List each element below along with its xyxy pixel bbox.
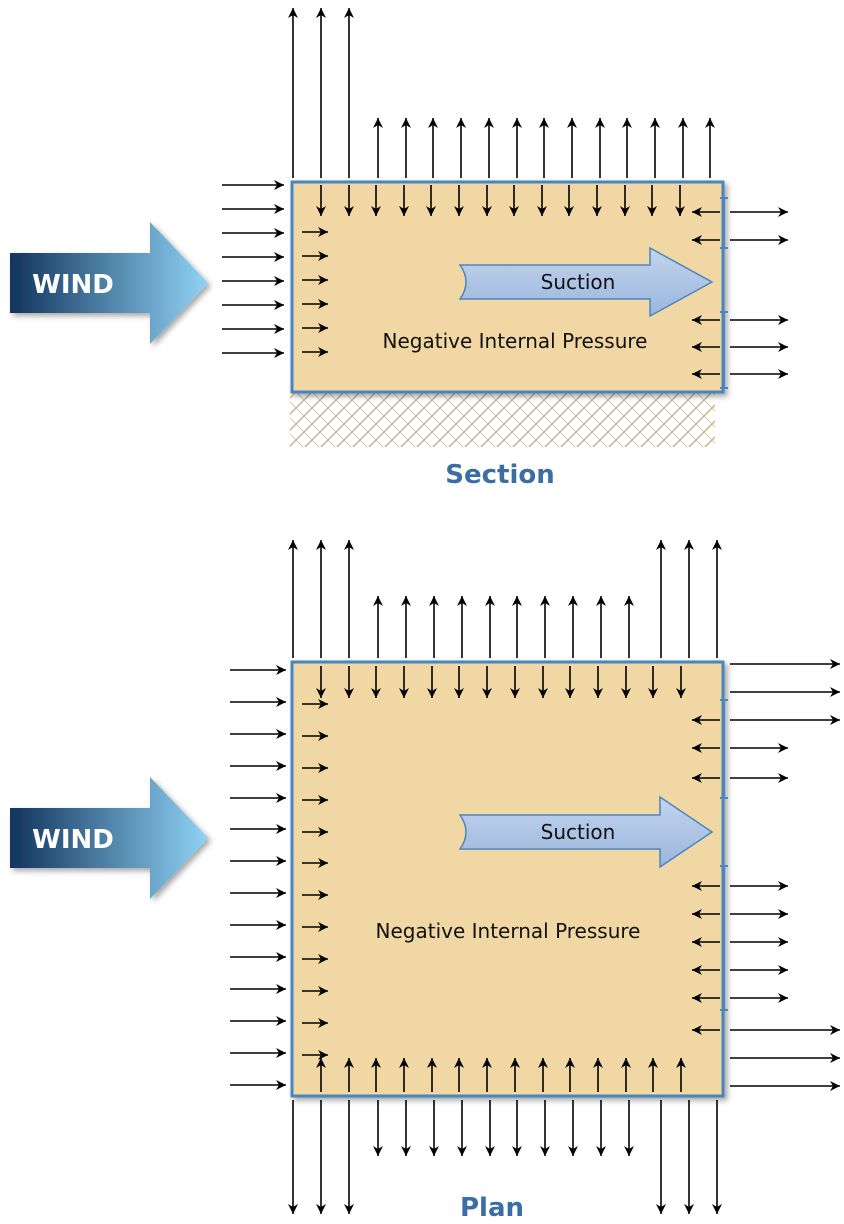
ground-hatch: [290, 392, 715, 447]
plan-pressure-arrows: [230, 540, 840, 1214]
suction-arrow-icon: [458, 246, 714, 318]
wind-arrow-icon: [10, 777, 208, 899]
plan-suction-arrow: Suction: [458, 795, 714, 869]
wind-arrow-icon: [10, 222, 208, 344]
plan-building: [290, 660, 725, 1098]
section-suction-arrow: Suction: [458, 246, 714, 318]
section-pressure-arrows: [222, 8, 788, 389]
plan-suction-label: Suction: [541, 820, 616, 844]
section-view: WIND Suction Negative Internal Pressure …: [10, 8, 788, 490]
plan-caption: Plan: [460, 1193, 524, 1223]
plan-wind-label: WIND: [32, 825, 114, 855]
plan-wind-arrow: WIND: [10, 777, 208, 899]
section-internal-pressure-label: Negative Internal Pressure: [383, 329, 648, 353]
suction-arrow-icon: [458, 795, 714, 869]
plan-view: WIND Suction Negative Internal Pressure …: [10, 540, 840, 1223]
section-wind-label: WIND: [32, 270, 114, 300]
section-suction-label: Suction: [541, 270, 616, 294]
section-caption: Section: [445, 460, 554, 490]
plan-internal-pressure-label: Negative Internal Pressure: [376, 919, 641, 943]
section-wind-arrow: WIND: [10, 222, 208, 344]
